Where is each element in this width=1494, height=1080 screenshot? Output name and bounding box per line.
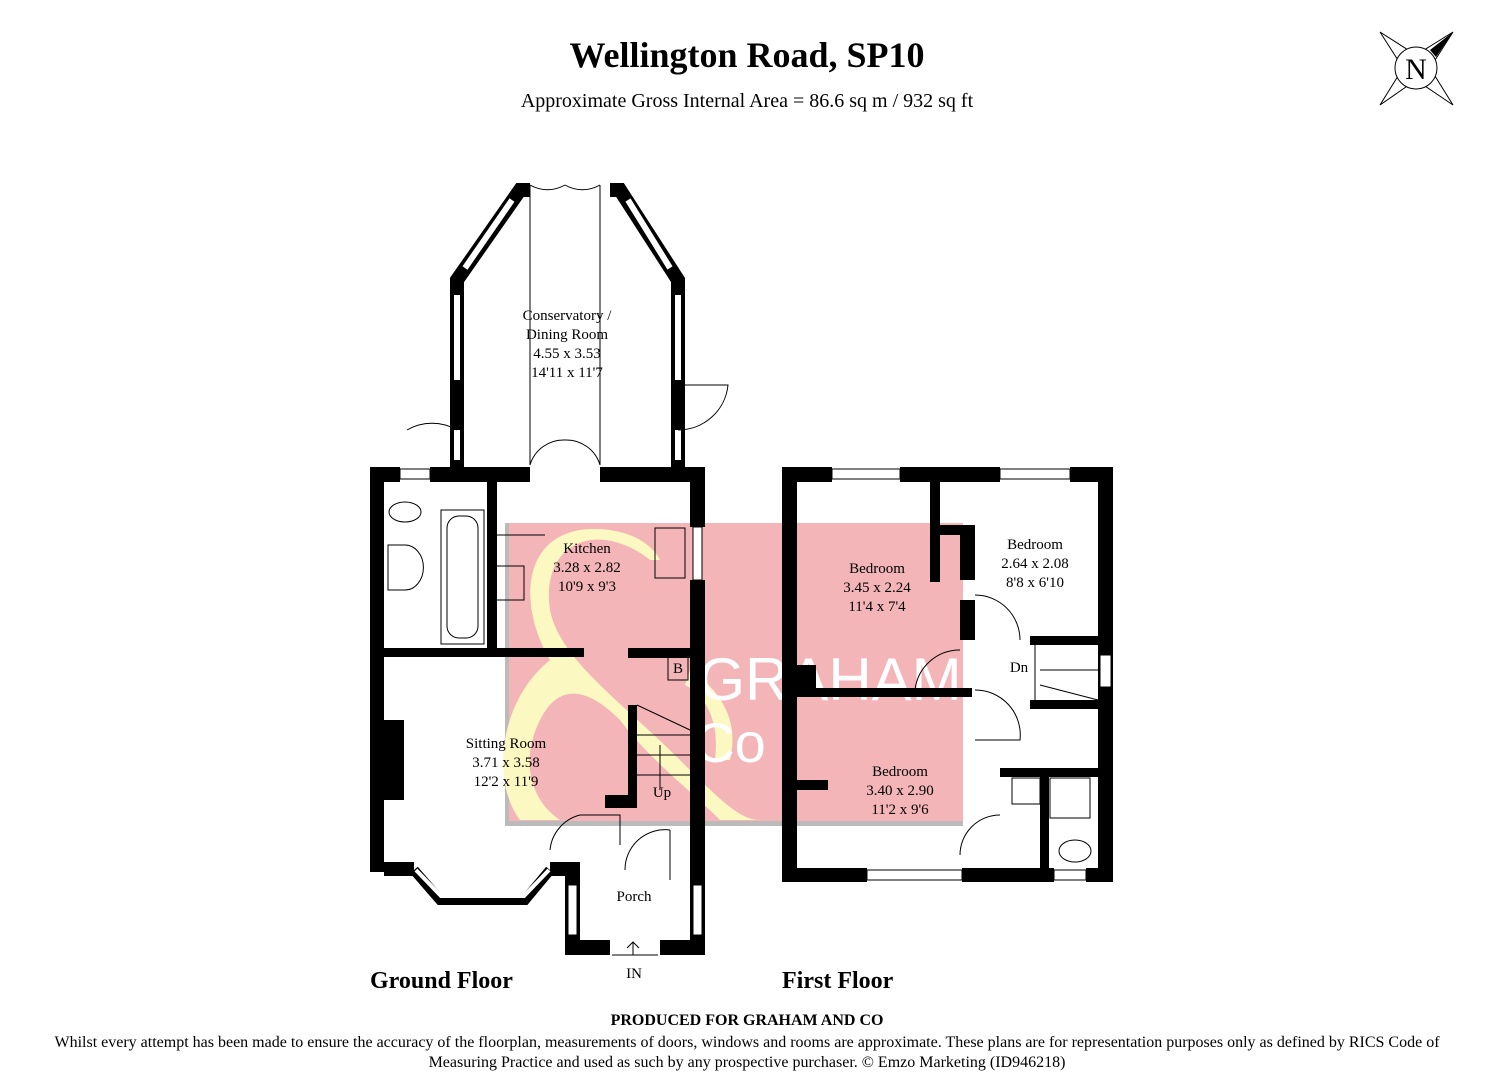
- room-imperial: 10'9 x 9'3: [558, 579, 616, 595]
- first-floor-plan: [782, 467, 1113, 882]
- room-name: Sitting Room: [466, 736, 547, 752]
- room-name: Conservatory /: [523, 308, 613, 324]
- watermark: GRAHAM Co: [503, 523, 963, 826]
- room-bedroom-3: Bedroom 3.40 x 2.90 11'2 x 9'6: [866, 764, 934, 818]
- entrance-arrow-icon: [626, 941, 640, 955]
- watermark-text-co: Co: [694, 711, 766, 774]
- room-metric: 3.45 x 2.24: [843, 580, 911, 596]
- room-imperial: 14'11 x 11'7: [531, 365, 603, 381]
- room-imperial: 8'8 x 6'10: [1006, 575, 1064, 591]
- disclaimer: Whilst every attempt has been made to en…: [54, 1034, 1440, 1071]
- room-bedroom-1: Bedroom 3.45 x 2.24 11'4 x 7'4: [843, 561, 911, 615]
- compass-letter: N: [1405, 53, 1427, 86]
- room-conservatory: Conservatory / Dining Room 4.55 x 3.53 1…: [523, 308, 613, 381]
- room-name: Kitchen: [563, 541, 611, 557]
- stairs-up-label: Up: [653, 785, 671, 801]
- room-metric: 2.64 x 2.08: [1001, 556, 1069, 572]
- boiler-label: B: [673, 661, 683, 677]
- north-compass-icon: N: [1379, 31, 1454, 106]
- room-bedroom-2: Bedroom 2.64 x 2.08 8'8 x 6'10: [1001, 537, 1069, 591]
- room-name: Bedroom: [849, 561, 905, 577]
- watermark-text: GRAHAM: [698, 646, 961, 713]
- room-metric: 3.28 x 2.82: [553, 560, 621, 576]
- room-metric: 3.40 x 2.90: [866, 783, 934, 799]
- room-sitting-room: Sitting Room 3.71 x 3.58 12'2 x 11'9: [466, 736, 547, 790]
- room-kitchen: Kitchen 3.28 x 2.82 10'9 x 9'3: [553, 541, 621, 595]
- room-metric: 3.71 x 3.58: [472, 755, 540, 771]
- room-name: Dining Room: [526, 327, 608, 343]
- stairs-down-label: Dn: [1010, 660, 1029, 676]
- ground-floor-label: Ground Floor: [370, 968, 513, 994]
- room-imperial: 12'2 x 11'9: [474, 774, 539, 790]
- room-name: Bedroom: [872, 764, 928, 780]
- room-imperial: 11'2 x 9'6: [871, 802, 929, 818]
- plan-title: Wellington Road, SP10: [569, 35, 925, 75]
- room-porch: Porch: [617, 889, 652, 905]
- ampersand-logo-icon: [503, 529, 760, 820]
- entrance-label: IN: [626, 966, 642, 982]
- ground-floor-plan: [370, 183, 729, 956]
- gross-area: Approximate Gross Internal Area = 86.6 s…: [520, 90, 974, 112]
- first-floor-label: First Floor: [782, 968, 894, 994]
- room-imperial: 11'4 x 7'4: [848, 599, 906, 615]
- room-name: Bedroom: [1007, 537, 1063, 553]
- room-metric: 4.55 x 3.53: [533, 346, 601, 362]
- produced-for: PRODUCED FOR GRAHAM AND CO: [610, 1012, 884, 1029]
